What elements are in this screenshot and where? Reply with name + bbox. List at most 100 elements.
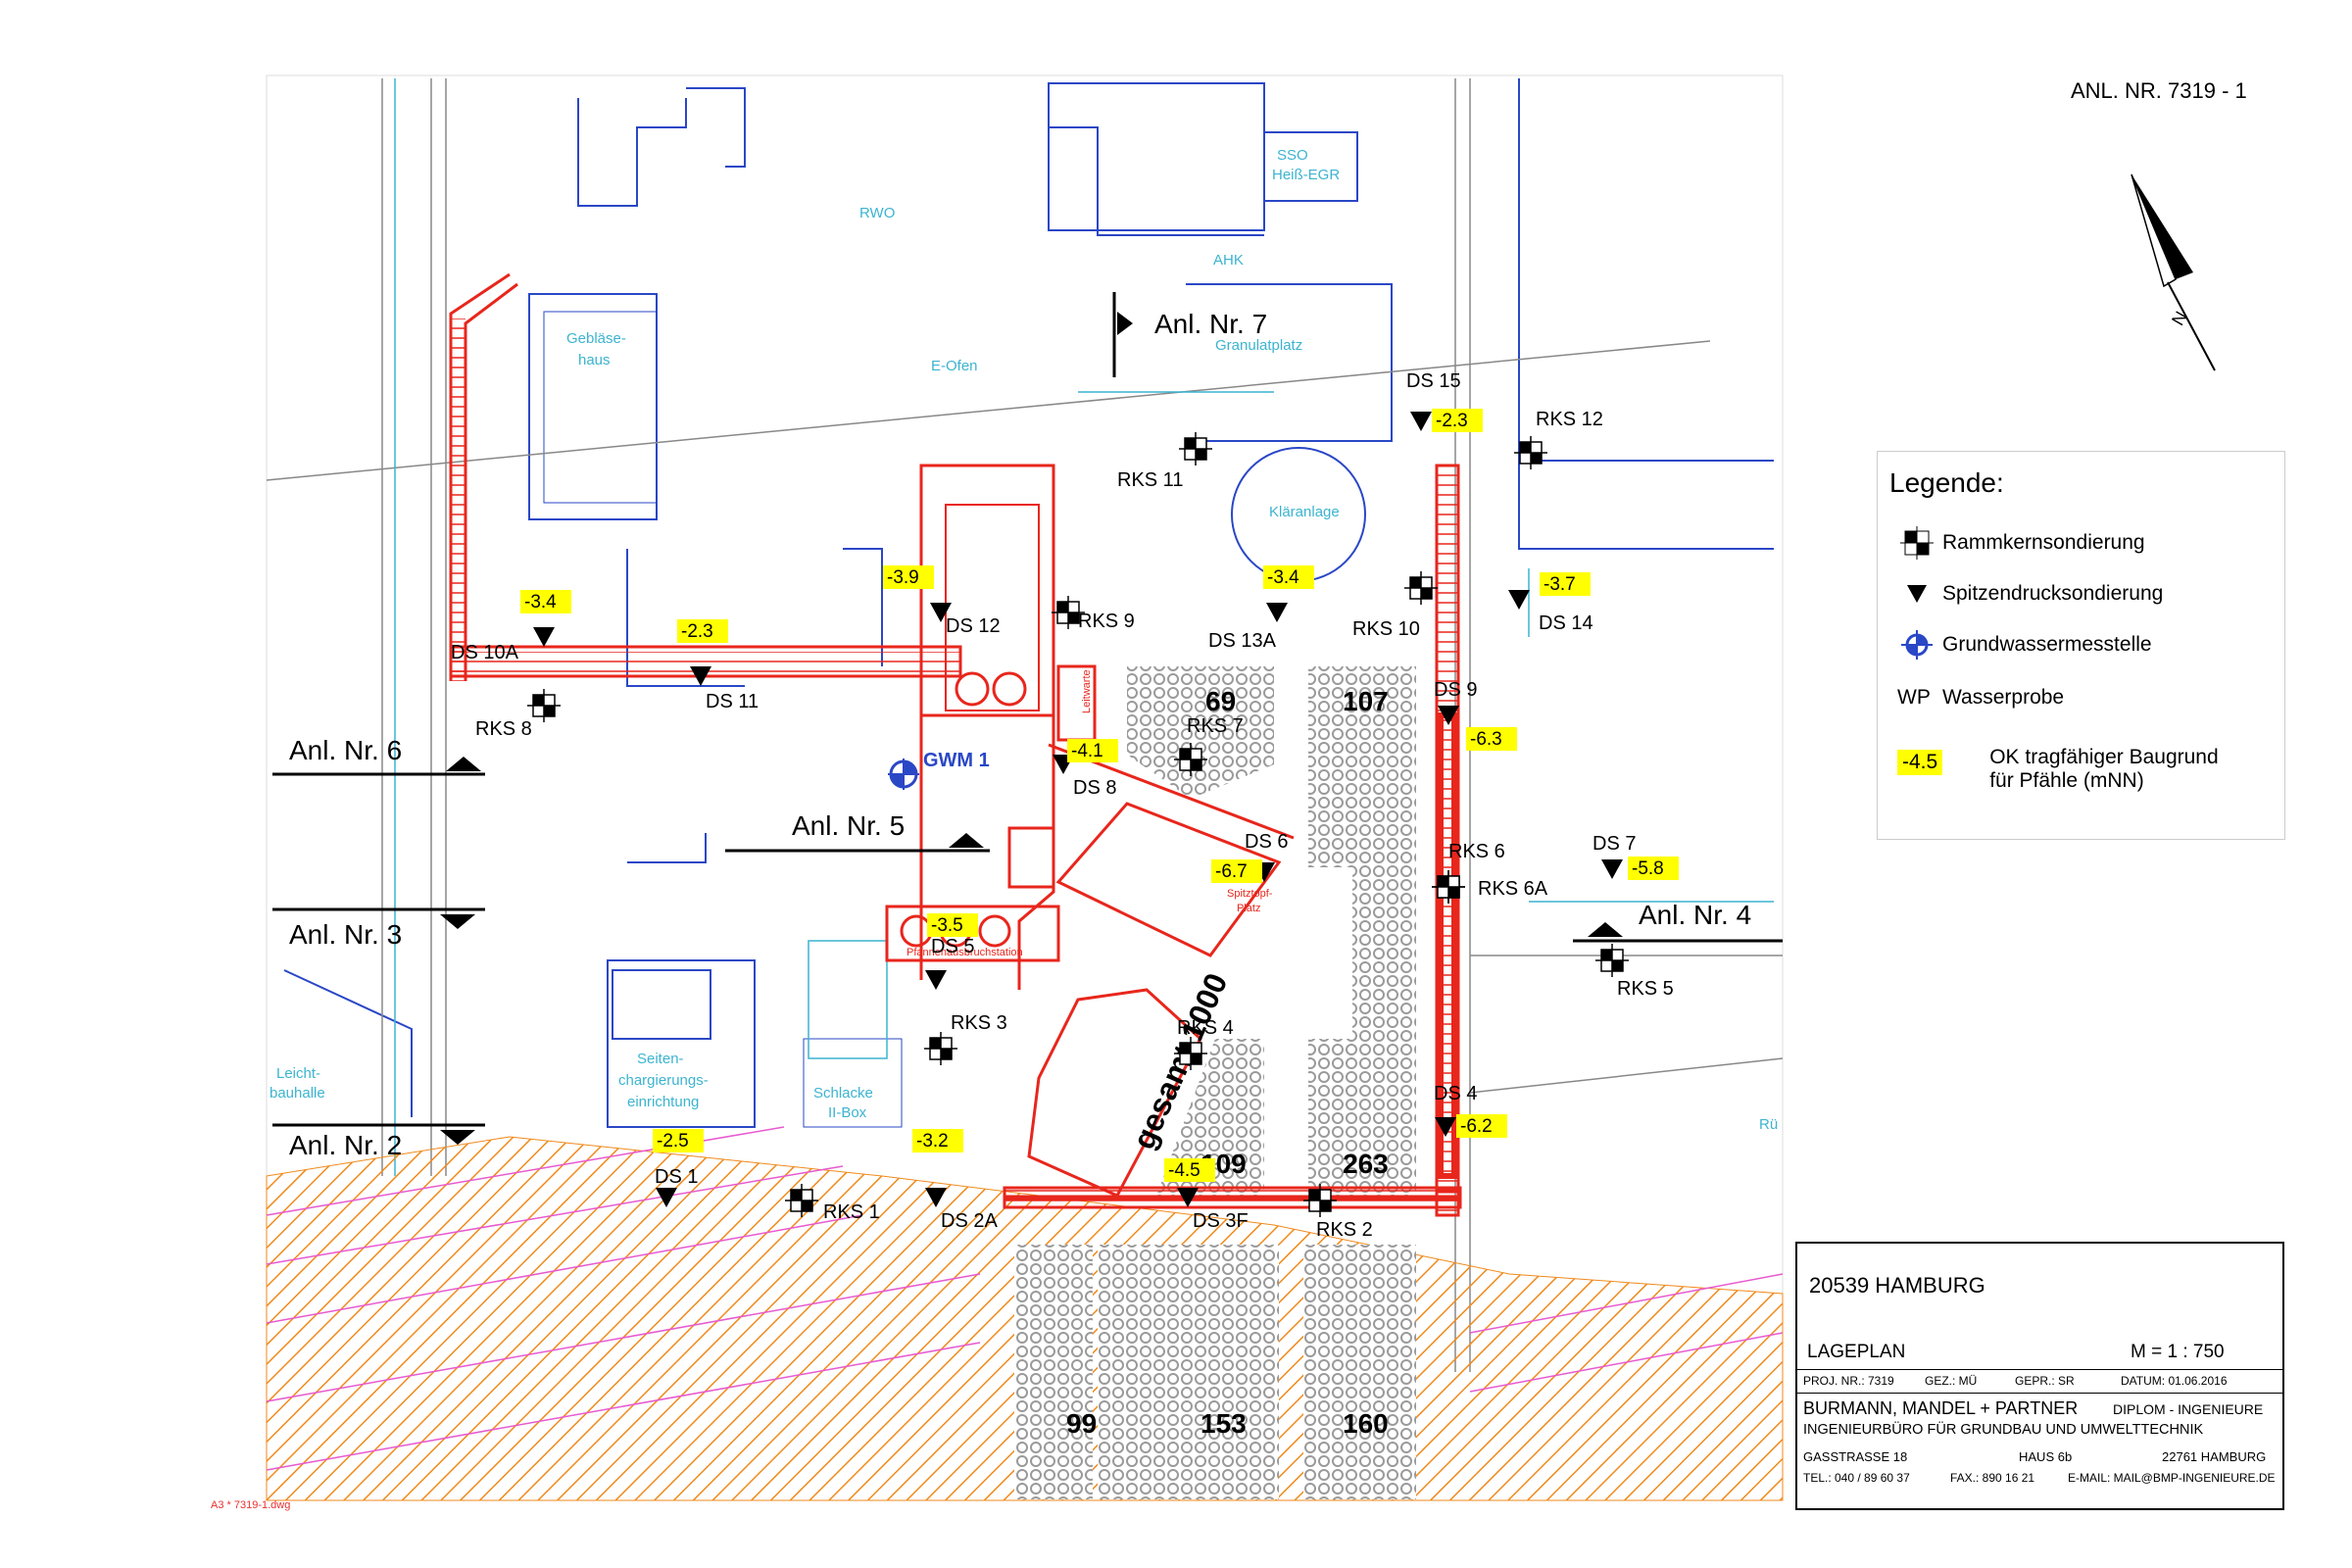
rammkern-label: RKS 4 — [1177, 1017, 1234, 1039]
elevation-value: -4.1 — [1071, 741, 1103, 761]
tb-company: BURMANN, MANDEL + PARTNER — [1803, 1398, 2079, 1418]
rammkern-point: RKS 10 — [1352, 571, 1438, 640]
spitzendruck-point: DS 14 -3.7 — [1508, 572, 1593, 634]
building-labels: RWO SSO Heiß-EGR AHK Granulatplatz Geblä… — [270, 147, 1778, 1133]
pile-fields — [1014, 666, 1416, 1499]
elevation-value: -3.4 — [524, 592, 557, 612]
legend-label-baugrund-1: OK tragfähiger Baugrund — [1989, 746, 2219, 768]
section-markers — [272, 292, 1783, 1145]
elevation-value: -3.2 — [916, 1131, 949, 1152]
label-heiss-egr: Heiß-EGR — [1272, 167, 1340, 183]
spitzendruck-point: DS 5-3.5 — [925, 913, 978, 990]
rammkern-label: RKS 7 — [1187, 715, 1244, 737]
spitzendruck-icon — [1601, 859, 1623, 879]
rammkern-point: RKS 4 — [1174, 1017, 1234, 1070]
pile-counts: 69 107 109 263 99 153 160 — [1066, 686, 1389, 1439]
spitzendruck-icon — [1266, 603, 1288, 622]
elevation-highlight — [927, 913, 978, 937]
tb-proj-nr: PROJ. NR.: 7319 — [1803, 1374, 1894, 1388]
spitzendruck-label: DS 5 — [931, 936, 974, 957]
file-label: A3 * 7319-1.dwg — [211, 1499, 291, 1511]
elevation-value: -2.3 — [681, 621, 713, 642]
label-spitztopf-2: Platz — [1237, 903, 1260, 914]
rammkern-point: RKS 8 — [475, 689, 561, 740]
legend-label-spitzendruck: Spitzendrucksondierung — [1942, 582, 2164, 605]
label-schlacke-2: II-Box — [828, 1104, 867, 1121]
rammkern-point: RKS 9 — [1052, 596, 1135, 632]
elevation-highlight — [520, 590, 571, 613]
pile-count-153: 153 — [1200, 1408, 1247, 1439]
groundwater-well: GWM 1 — [888, 750, 990, 790]
spitzendruck-icon — [1508, 590, 1530, 610]
rammkern-point: RKS 2 — [1303, 1184, 1373, 1241]
section-anl3: Anl. Nr. 3 — [289, 919, 402, 950]
elevation-highlight — [1211, 859, 1262, 883]
spitzendruck-icon — [656, 1188, 677, 1207]
legend-title: Legende: — [1889, 467, 2004, 498]
elevation-value: -3.7 — [1544, 574, 1576, 595]
spitzendruck-point: DS 3F-4.5 — [1164, 1158, 1249, 1232]
spitzendruck-label: DS 3F — [1193, 1210, 1249, 1232]
section-anl7: Anl. Nr. 7 — [1154, 309, 1267, 339]
tb-house: HAUS 6b — [2019, 1449, 2073, 1464]
rammkern-label: RKS 11 — [1117, 469, 1183, 491]
elevation-value: -3.5 — [931, 915, 963, 936]
rammkern-point: RKS 1 — [785, 1184, 880, 1223]
gwm-label: GWM 1 — [923, 750, 990, 771]
legend-row-wasserprobe: WP Wasserprobe — [1897, 681, 2064, 714]
elevation-highlight — [1263, 565, 1314, 589]
elevation-value: -5.8 — [1632, 858, 1664, 879]
rammkern-point: RKS 11 — [1117, 432, 1212, 491]
elevation-value: -6.2 — [1460, 1116, 1493, 1137]
label-leitwarte: Leitwarte — [1081, 669, 1093, 713]
spitzendruck-label: DS 12 — [946, 615, 1001, 637]
elevation-highlight — [653, 1129, 704, 1152]
label-ahk: AHK — [1213, 252, 1244, 269]
spitzendruck-label: DS 6 — [1245, 831, 1288, 853]
cyan-lines — [394, 78, 1774, 1176]
spitzendruck-label: DS 11 — [706, 691, 759, 712]
label-geblaese-2: haus — [578, 352, 611, 368]
rammkern-label: RKS 1 — [823, 1201, 880, 1223]
rammkern-label: RKS 8 — [475, 718, 532, 740]
spitzendruck-icon — [925, 970, 947, 990]
spitzendruck-point: DS 2A-3.2 — [912, 1129, 998, 1232]
spitzendruck-point: DS 4-6.2 — [1434, 1083, 1507, 1138]
tb-city: 22761 HAMBURG — [2162, 1449, 2267, 1464]
label-seiten-1: Seiten- — [637, 1051, 684, 1067]
elevation-highlight — [677, 619, 728, 643]
spitzendruck-icon — [1438, 706, 1459, 725]
spitzendruck-point: DS 12-3.9 — [883, 565, 1001, 637]
elevation-value: -3.4 — [1267, 567, 1299, 588]
spitzendruck-icon — [1410, 412, 1432, 431]
annex-number: ANL. NR. 7319 - 1 — [2071, 78, 2247, 103]
spitzendruck-icon — [1177, 1188, 1199, 1207]
north-label: N — [2168, 308, 2191, 328]
pile-count-160: 160 — [1343, 1408, 1389, 1439]
north-arrow-icon — [2132, 174, 2193, 279]
red-labels: Pfannenausbruchstation Spitztopf- Platz … — [906, 669, 1273, 958]
spitzendruck-label: DS 14 — [1539, 612, 1593, 634]
elevation-highlight — [1540, 572, 1591, 596]
tb-scale: M = 1 : 750 — [2131, 1342, 2225, 1362]
rammkern-label: RKS 9 — [1078, 611, 1135, 632]
rammkern-label: RKS 2 — [1316, 1219, 1373, 1241]
spitzendruck-icon — [690, 666, 711, 686]
spitzendruck-icon — [930, 603, 952, 622]
spitzendruck-label: DS 1 — [655, 1166, 698, 1188]
section-anl2: Anl. Nr. 2 — [289, 1130, 402, 1160]
legend-label-grundwasser: Grundwassermesstelle — [1942, 633, 2152, 656]
rammkern-label: RKS 6 — [1448, 841, 1505, 862]
elevation-highlight — [912, 1129, 963, 1152]
label-granulatplatz: Granulatplatz — [1215, 337, 1302, 354]
spitzendruck-point: DS 7-5.8 — [1592, 833, 1679, 880]
rammkern-label: RKS 10 — [1352, 618, 1420, 640]
spitzendruck-points: DS 1-2.5DS 2A-3.2DS 3F-4.5DS 4-6.2DS 5-3… — [451, 370, 1679, 1232]
elevation-highlight — [1466, 727, 1517, 751]
rammkern-label: RKS 12 — [1536, 409, 1603, 430]
section-anl6: Anl. Nr. 6 — [289, 735, 402, 765]
elevation-highlight — [1164, 1158, 1215, 1182]
legend-row-spitzendruck: Spitzendrucksondierung — [1897, 577, 2163, 611]
legend-symbol-wp: WP — [1897, 686, 1931, 709]
